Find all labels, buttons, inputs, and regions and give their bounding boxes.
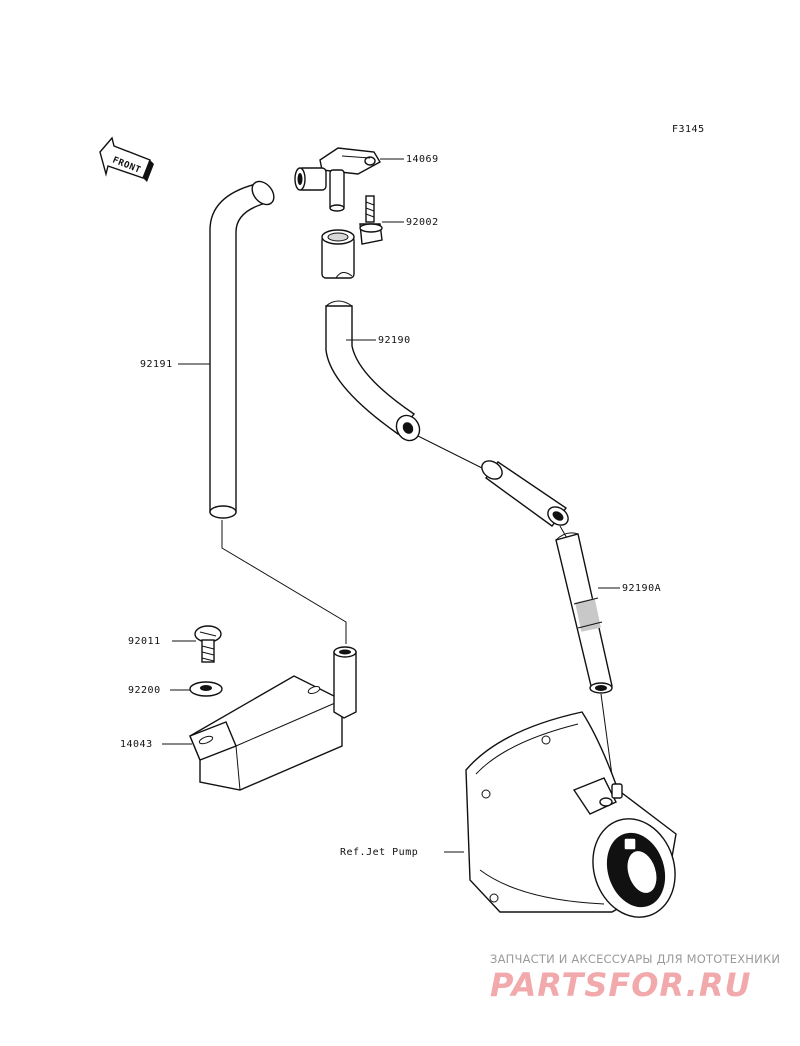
part-92011-screw xyxy=(194,625,222,663)
label-92191: 92191 xyxy=(140,359,173,370)
part-92190-hose xyxy=(325,300,421,442)
label-92002: 92002 xyxy=(406,217,439,228)
part-92191-long-hose xyxy=(209,180,275,519)
part-92190a-hose xyxy=(555,532,613,694)
middle-hose-piece xyxy=(481,460,569,527)
short-hose-piece xyxy=(321,229,355,279)
part-92200-washer xyxy=(189,681,223,697)
figure-code: F3145 xyxy=(672,124,705,135)
label-92190: 92190 xyxy=(378,335,411,346)
label-92190a: 92190A xyxy=(622,583,661,594)
jet-pump xyxy=(465,711,677,918)
part-14043-bracket xyxy=(189,646,357,791)
label-92200: 92200 xyxy=(128,685,161,696)
label-ref-jet-pump: Ref.Jet Pump xyxy=(340,847,418,858)
label-14043: 14043 xyxy=(120,739,153,750)
label-92011: 92011 xyxy=(128,636,161,647)
part-92002-bolt xyxy=(359,195,383,245)
front-arrow-icon: FRONT xyxy=(99,136,154,182)
watermark-tagline: ЗАПЧАСТИ И АКСЕССУАРЫ ДЛЯ МОТОТЕХНИКИ xyxy=(490,952,781,966)
part-14069-fitting xyxy=(294,147,381,212)
watermark-logo: PARTSFOR.RU xyxy=(490,966,752,1004)
label-14069: 14069 xyxy=(406,154,439,165)
